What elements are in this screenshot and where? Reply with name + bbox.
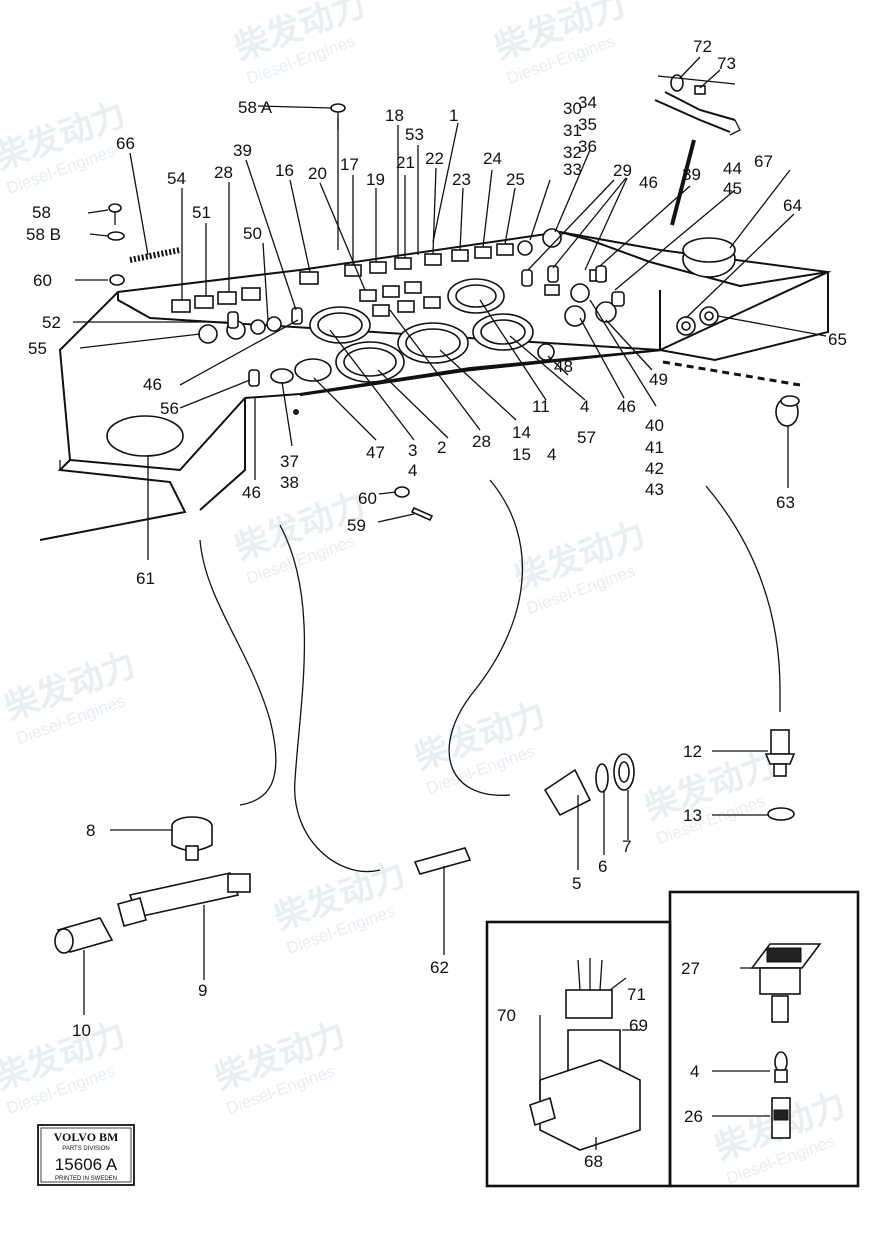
label-60a: 60 <box>33 271 52 290</box>
label-40: 40 <box>645 416 664 435</box>
label-70: 70 <box>497 1006 516 1025</box>
label-55: 55 <box>28 339 47 358</box>
label-5: 5 <box>572 874 581 893</box>
label-65: 65 <box>828 330 847 349</box>
label-42: 42 <box>645 459 664 478</box>
label-53: 53 <box>405 125 424 144</box>
label-3: 3 <box>408 441 417 460</box>
label-58a: 58 A <box>238 98 273 117</box>
label-12: 12 <box>683 742 702 761</box>
label-32: 32 <box>563 143 582 162</box>
lamp-holder-inset <box>668 890 860 1188</box>
label-69: 69 <box>629 1016 648 1035</box>
label-28b: 28 <box>472 432 491 451</box>
label-41: 41 <box>645 438 664 457</box>
label-4b: 4 <box>547 445 556 464</box>
label-61: 61 <box>136 569 155 588</box>
stamp-brand: VOLVO BM <box>54 1130 119 1144</box>
label-4d: 4 <box>690 1062 699 1081</box>
label-13: 13 <box>683 806 702 825</box>
label-64: 64 <box>783 196 802 215</box>
label-54: 54 <box>167 169 186 188</box>
label-59: 59 <box>347 516 366 535</box>
label-46d: 46 <box>242 483 261 502</box>
label-58: 58 <box>32 203 51 222</box>
label-44: 44 <box>723 159 742 178</box>
cables <box>199 360 801 873</box>
label-56: 56 <box>160 399 179 418</box>
label-28a: 28 <box>214 163 233 182</box>
callout-labels: 72 73 58 A 30 34 1 18 53 31 35 66 36 32 … <box>26 37 847 1171</box>
label-37: 37 <box>280 452 299 471</box>
label-17: 17 <box>340 155 359 174</box>
instrument-panel <box>39 228 832 541</box>
label-47: 47 <box>366 443 385 462</box>
label-52: 52 <box>42 313 61 332</box>
label-11: 11 <box>532 397 550 416</box>
label-51: 51 <box>192 203 211 222</box>
label-71: 71 <box>627 985 646 1004</box>
label-23: 23 <box>452 170 471 189</box>
label-50: 50 <box>243 224 262 243</box>
label-46c: 46 <box>617 397 636 416</box>
label-63: 63 <box>776 493 795 512</box>
label-26: 26 <box>684 1107 703 1126</box>
label-60b: 60 <box>358 489 377 508</box>
label-68: 68 <box>584 1152 603 1171</box>
label-24: 24 <box>483 149 502 168</box>
relay-inset <box>485 920 672 1188</box>
label-18: 18 <box>385 106 404 125</box>
volvo-bm-stamp: VOLVO BM PARTS DIVISION 15606 A PRINTED … <box>37 1124 135 1186</box>
label-36: 36 <box>578 137 597 156</box>
label-35: 35 <box>578 115 597 134</box>
label-16: 16 <box>275 161 294 180</box>
label-72: 72 <box>693 37 712 56</box>
label-43: 43 <box>645 480 664 499</box>
label-4c: 4 <box>408 461 417 480</box>
label-21: 21 <box>396 153 415 172</box>
label-7: 7 <box>622 837 631 856</box>
label-45: 45 <box>723 179 742 198</box>
stamp-division: PARTS DIVISION <box>62 1146 109 1152</box>
label-66: 66 <box>116 134 135 153</box>
label-62: 62 <box>430 958 449 977</box>
label-39b: 39 <box>682 165 701 184</box>
stamp-footer: PRINTED IN SWEDEN <box>55 1176 117 1182</box>
label-20: 20 <box>308 164 327 183</box>
label-19: 19 <box>366 170 385 189</box>
label-8: 8 <box>86 821 95 840</box>
label-49: 49 <box>649 370 668 389</box>
label-22: 22 <box>425 149 444 168</box>
label-2: 2 <box>437 438 446 457</box>
leader-lines <box>73 56 827 1150</box>
label-1: 1 <box>449 106 458 125</box>
label-6: 6 <box>598 857 607 876</box>
mirror-bracket <box>654 74 741 226</box>
label-10: 10 <box>72 1021 91 1040</box>
label-25: 25 <box>506 170 525 189</box>
label-31: 31 <box>563 121 582 140</box>
sender-units <box>54 395 800 954</box>
label-4a: 4 <box>580 397 589 416</box>
stamp-number: 15606 A <box>55 1155 118 1174</box>
label-48: 48 <box>554 357 573 376</box>
label-29: 29 <box>613 161 632 180</box>
label-57: 57 <box>577 428 596 447</box>
label-27: 27 <box>681 959 700 978</box>
label-34: 34 <box>578 93 597 112</box>
label-46a: 46 <box>639 173 658 192</box>
label-58b: 58 B <box>26 225 61 244</box>
label-39a: 39 <box>233 141 252 160</box>
label-38: 38 <box>280 473 299 492</box>
label-73: 73 <box>717 54 736 73</box>
label-67: 67 <box>754 152 773 171</box>
label-46b: 46 <box>143 375 162 394</box>
label-9: 9 <box>198 981 207 1000</box>
label-33: 33 <box>563 160 582 179</box>
label-30: 30 <box>563 99 582 118</box>
label-15: 15 <box>512 445 531 464</box>
label-14: 14 <box>512 423 531 442</box>
